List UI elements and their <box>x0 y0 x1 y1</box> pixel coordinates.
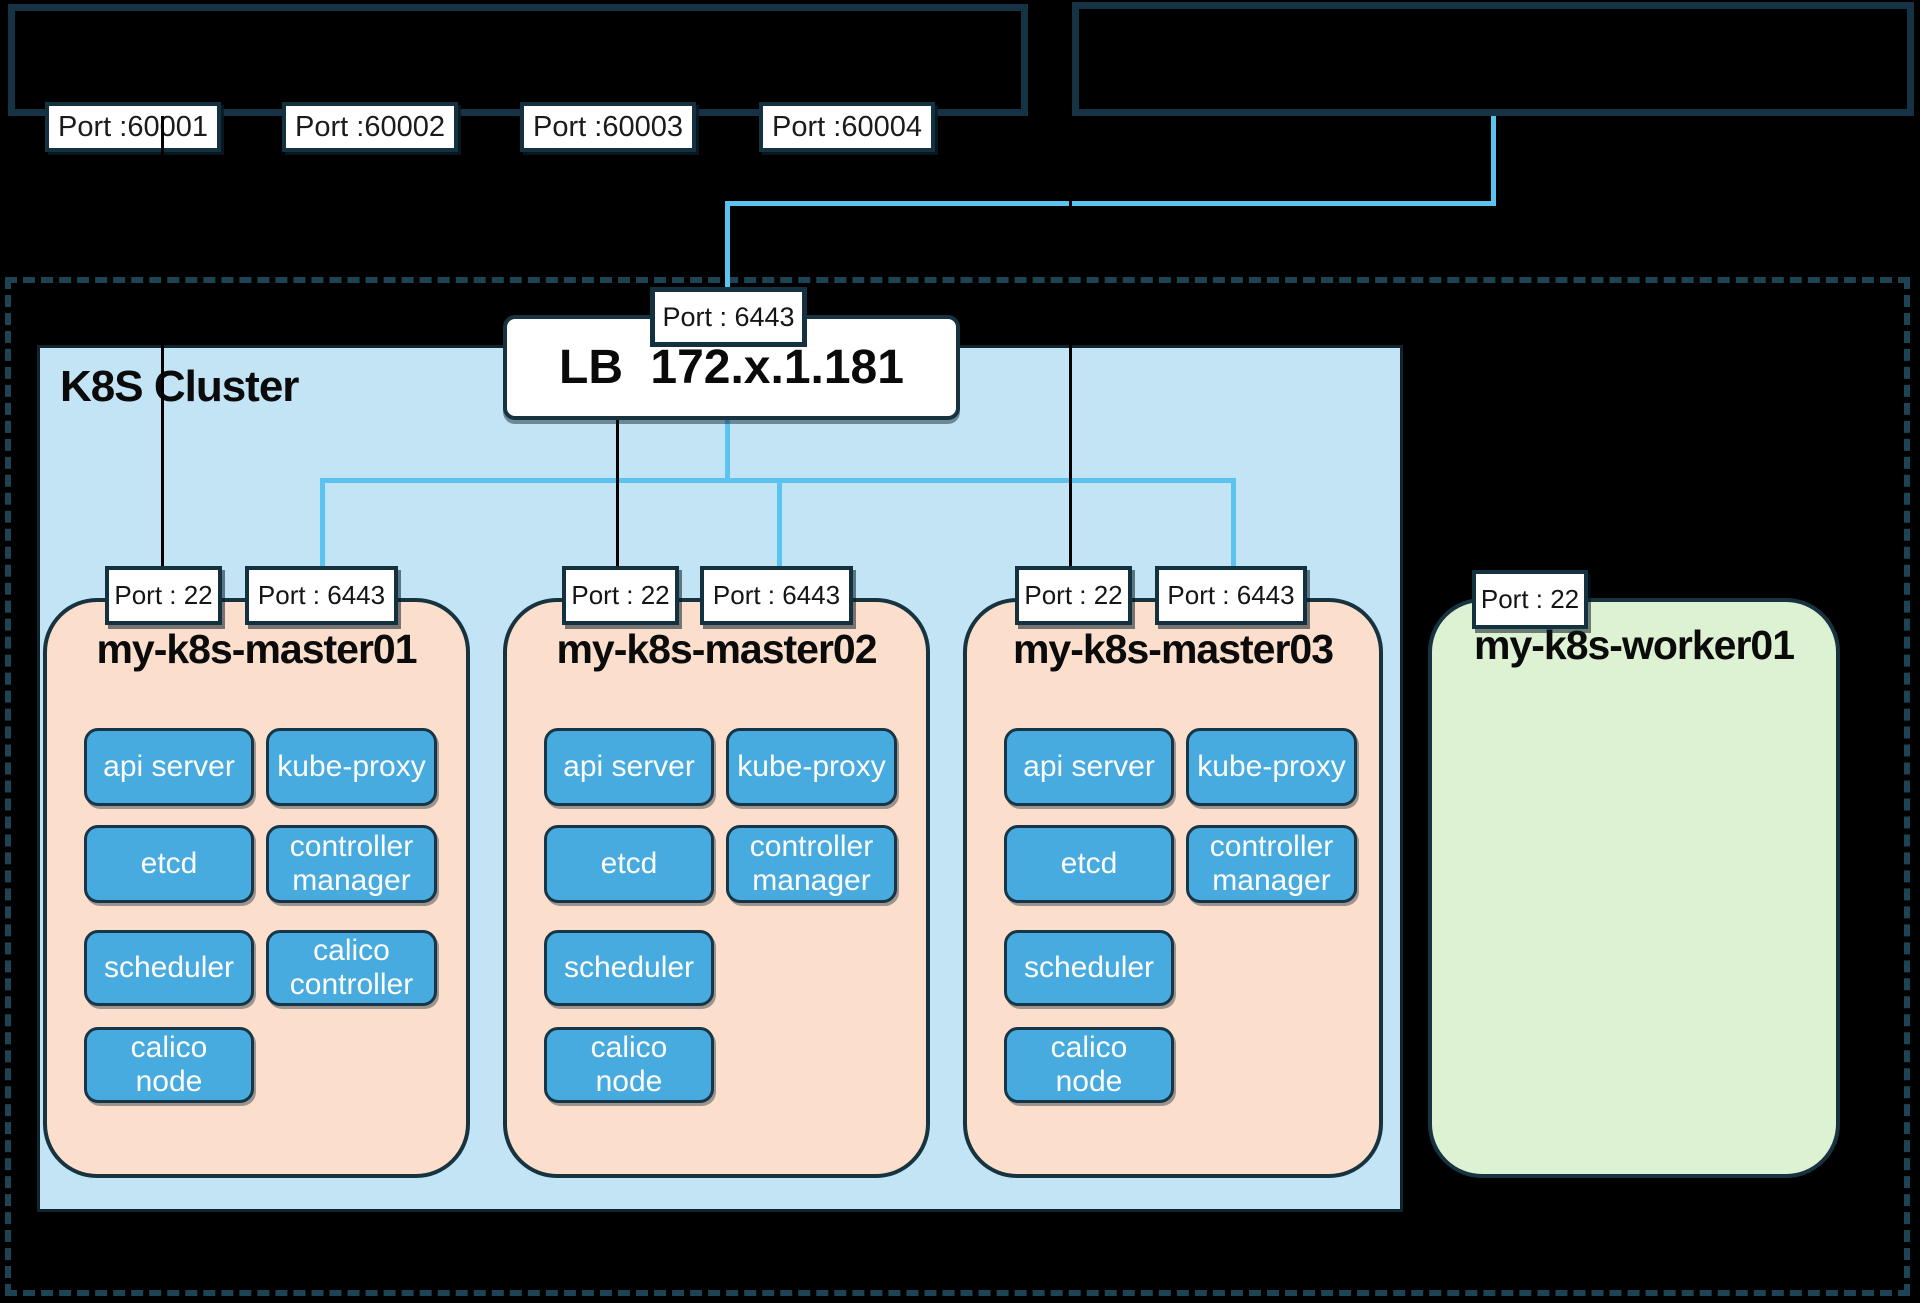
link-ssh-master02 <box>616 420 619 570</box>
component-api-server: api server <box>544 728 714 806</box>
master02-port-6443-label: Port : 6443 <box>700 566 853 625</box>
link-bus-to-master03-api <box>1231 481 1236 570</box>
master01-port-6443-label: Port : 6443 <box>245 566 398 625</box>
component-scheduler: scheduler <box>544 930 714 1006</box>
component-kube-proxy: kube-proxy <box>1186 728 1357 806</box>
load-balancer-box: LB 172.x.1.181 <box>503 315 960 420</box>
component-kube-proxy: kube-proxy <box>266 728 437 806</box>
component-calico-node: calico node <box>544 1027 714 1103</box>
link-api-bus <box>320 478 1236 483</box>
external-box-right <box>1072 2 1914 116</box>
external-box-left <box>8 4 1028 116</box>
component-kube-proxy: kube-proxy <box>726 728 897 806</box>
component-etcd: etcd <box>84 825 254 903</box>
link-lb-to-bus <box>725 420 730 480</box>
master03-port-6443-label: Port : 6443 <box>1155 566 1307 625</box>
component-controller-manager: controller manager <box>726 825 897 903</box>
node-worker01-title: my-k8s-worker01 <box>1473 622 1795 668</box>
node-master03-box: my-k8s-master03 api server kube-proxy et… <box>963 598 1383 1178</box>
link-ssh-master01 <box>161 116 164 570</box>
component-api-server: api server <box>84 728 254 806</box>
link-ssh-master03 <box>1069 116 1072 570</box>
node-master03-title: my-k8s-master03 <box>1012 626 1334 672</box>
master01-port-22-label: Port : 22 <box>105 566 222 625</box>
component-calico-controller: calico controller <box>266 930 437 1006</box>
component-calico-node: calico node <box>84 1027 254 1103</box>
component-etcd: etcd <box>1004 825 1174 903</box>
component-etcd: etcd <box>544 825 714 903</box>
master03-port-22-label: Port : 22 <box>1015 566 1132 625</box>
node-worker01-box: my-k8s-worker01 <box>1428 598 1840 1178</box>
component-controller-manager: controller manager <box>266 825 437 903</box>
link-bus-to-master01-api <box>320 481 325 570</box>
component-scheduler: scheduler <box>1004 930 1174 1006</box>
lb-port-6443-label: Port : 6443 <box>650 287 807 347</box>
nodeport-label-60004: Port :60004 <box>759 102 935 152</box>
node-master01-title: my-k8s-master01 <box>96 626 417 672</box>
component-scheduler: scheduler <box>84 930 254 1006</box>
nodeport-label-60001: Port :60001 <box>45 102 221 152</box>
link-external-to-lb-vertical <box>1491 116 1496 204</box>
nodeport-label-60002: Port :60002 <box>282 102 458 152</box>
node-master02-box: my-k8s-master02 api server kube-proxy et… <box>503 598 930 1178</box>
master02-port-22-label: Port : 22 <box>562 566 679 625</box>
node-master01-box: my-k8s-master01 api server kube-proxy et… <box>43 598 470 1178</box>
component-controller-manager: controller manager <box>1186 825 1357 903</box>
component-calico-node: calico node <box>1004 1027 1174 1103</box>
link-bus-to-master02-api <box>777 481 782 570</box>
link-drop-to-lb-port <box>725 201 730 347</box>
k8s-cluster-title: K8S Cluster <box>60 362 299 411</box>
component-api-server: api server <box>1004 728 1174 806</box>
nodeport-label-60003: Port :60003 <box>520 102 696 152</box>
worker01-port-22-label: Port : 22 <box>1472 570 1588 629</box>
node-master02-title: my-k8s-master02 <box>556 626 877 672</box>
link-external-to-lb-horizontal <box>725 201 1496 206</box>
